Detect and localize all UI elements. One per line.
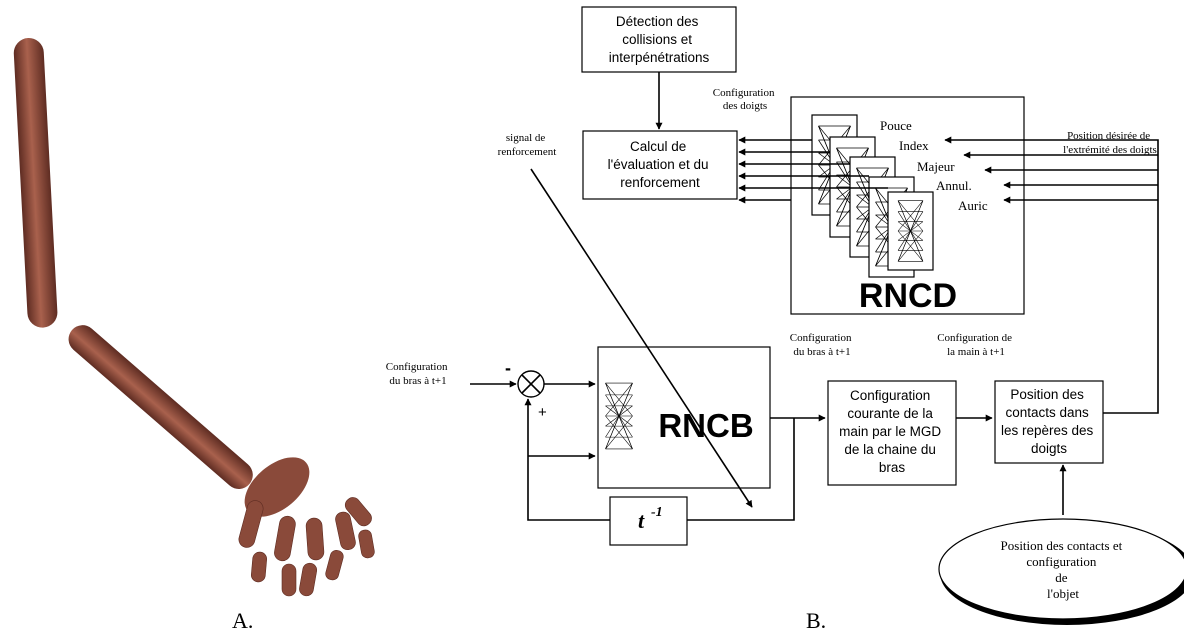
svg-text:Position des contacts et: Position des contacts et configuration d…: [1001, 538, 1126, 601]
network-auric: [887, 191, 934, 271]
detection-box: Détection des collisions et interpénétra…: [581, 6, 737, 73]
label-config-doigts-2: des doigts: [723, 100, 767, 112]
palm-segment: [244, 457, 310, 517]
calcul-line-1: Calcul de: [630, 139, 686, 154]
finger-label-auric: Auric: [958, 198, 988, 213]
object-ellipse: Position des contacts et configuration d…: [938, 518, 1184, 625]
label-config-bras-in-1: Configuration: [386, 361, 448, 373]
arrows-networks-to-calcul: [738, 136, 888, 204]
detection-line-3: interpénétrations: [609, 50, 710, 65]
label-config-bras-out-1: Configuration: [790, 332, 852, 344]
arrows-desired-position: [944, 136, 1159, 414]
reinforcement-signal-arrow: [530, 168, 753, 508]
svg-text:t: t: [638, 508, 645, 533]
finger-label-pouce: Pouce: [880, 118, 912, 133]
rncd-finger-networks: [811, 114, 934, 278]
calcul-line-2: l'évaluation et du: [608, 157, 709, 172]
upper-arm-segment: [13, 37, 58, 328]
position-contacts-line-1: Position des: [1010, 387, 1084, 402]
label-config-bras-in-2: du bras à t+1: [389, 375, 446, 387]
config-courante-line-5: bras: [879, 460, 906, 475]
ellipse-line-4: l'objet: [1047, 586, 1079, 601]
label-config-bras-out-2: du bras à t+1: [793, 346, 850, 358]
config-courante-line-2: courante de la: [847, 406, 933, 421]
svg-text:Configuration des doigts: Configuration des doigts: [713, 87, 777, 112]
config-courante-line-4: de la chaine du: [844, 442, 936, 457]
label-signal-2: renforcement: [498, 146, 557, 158]
svg-text:Calcul de l'évaluation: Calcul de l'évaluation et du renforcemen…: [608, 139, 713, 190]
label-position-desiree-1: Position désirée de: [1067, 130, 1150, 142]
svg-text:Configuration du bras à: Configuration du bras à t+1: [790, 332, 854, 358]
fingers-illustration: [238, 497, 375, 597]
config-courante-line-1: Configuration: [850, 388, 930, 403]
svg-text:Configuration courante: Configuration courante de la main par le…: [839, 388, 945, 475]
finger-label-index: Index: [899, 138, 929, 153]
rncb-output-to-delay: [687, 418, 795, 521]
calcul-line-3: renforcement: [620, 175, 700, 190]
label-config-doigts-1: Configuration: [713, 87, 775, 99]
rncb-box: RNCB: [597, 346, 771, 489]
config-courante-box: Configuration courante de la main par le…: [827, 380, 957, 486]
svg-text:Configuration du bras à: Configuration du bras à t+1: [386, 361, 450, 387]
label-position-desiree-2: l'extrémité des doigts: [1063, 144, 1157, 156]
feedback-loop-to-junction: [524, 398, 610, 521]
sign-plus: +: [538, 404, 547, 421]
position-contacts-line-2: contacts dans: [1005, 405, 1089, 420]
svg-text:Configuration de la main: Configuration de la main à t+1: [937, 332, 1015, 358]
ellipse-line-1: Position des contacts et: [1001, 538, 1123, 553]
block-diagram: Détection des collisions et interpénétra…: [386, 6, 1184, 633]
caption-b: B.: [806, 608, 826, 633]
rncb-label: RNCB: [658, 407, 753, 444]
svg-text:Position des contacts: Position des contacts dans les repères d…: [1001, 387, 1097, 456]
delay-box: t -1: [609, 496, 688, 546]
summing-junction: [517, 370, 545, 398]
label-signal-1: signal de: [506, 132, 546, 144]
finger-label-majeur: Majeur: [917, 159, 955, 174]
position-contacts-box: Position des contacts dans les repères d…: [994, 380, 1104, 464]
svg-text:Détection des collisio: Détection des collisions et interpénétra…: [609, 14, 710, 65]
detection-line-1: Détection des: [616, 14, 699, 29]
finger-label-annul: Annul.: [936, 178, 972, 193]
delay-exponent: -1: [651, 505, 663, 520]
position-contacts-line-3: les repères des: [1001, 423, 1094, 438]
svg-text:signal de renforcement: signal de renforcement: [498, 132, 557, 158]
calcul-box: Calcul de l'évaluation et du renforcemen…: [582, 130, 738, 200]
caption-a: A.: [232, 608, 253, 633]
sign-minus: -: [505, 358, 511, 378]
arm-illustration: A.: [13, 37, 375, 633]
config-courante-line-3: main par le MGD: [839, 424, 941, 439]
forearm-segment: [68, 325, 253, 489]
svg-text:Position désirée de l'ex: Position désirée de l'extrémité des doig…: [1063, 130, 1157, 156]
ellipse-line-3: de: [1055, 570, 1068, 585]
rncd-box: RNCD: [790, 96, 1025, 315]
label-config-main-1: Configuration de: [937, 332, 1012, 344]
ellipse-line-2: configuration: [1026, 554, 1097, 569]
detection-line-2: collisions et: [622, 32, 692, 47]
position-contacts-line-4: doigts: [1031, 441, 1067, 456]
label-config-main-2: la main à t+1: [947, 346, 1005, 358]
delay-base: t: [638, 508, 645, 533]
rncd-label: RNCD: [859, 277, 957, 315]
